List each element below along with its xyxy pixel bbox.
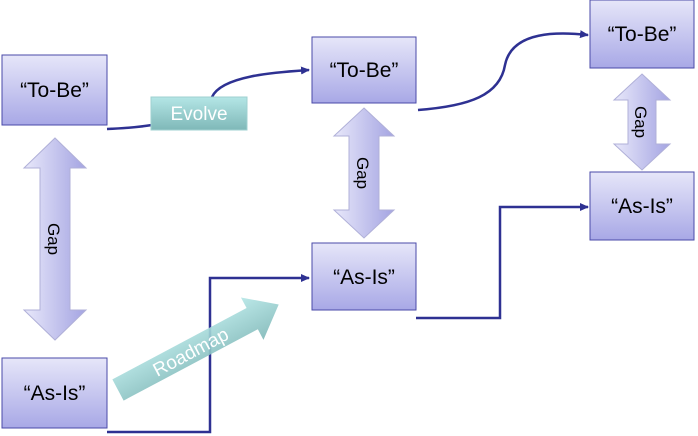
svg-text:Evolve: Evolve <box>170 104 227 125</box>
gap-arrow-1: Gap <box>22 137 88 341</box>
connector-asis1-asis2 <box>107 274 310 434</box>
asis-box-3: “As-Is” <box>589 171 695 241</box>
tobe-box-3: “To-Be” <box>589 0 695 69</box>
connector-asis2-asis3 <box>416 203 589 320</box>
svg-text:“As-Is”: “As-Is” <box>24 382 86 405</box>
evolve-label-box: Evolve <box>150 96 248 131</box>
svg-text:Roadmap: Roadmap <box>150 324 233 381</box>
gap-label: Gap <box>353 157 372 189</box>
svg-text:“To-Be”: “To-Be” <box>330 59 399 82</box>
gap-arrow-3: Gap <box>612 73 672 171</box>
asis-box-1: “As-Is” <box>1 357 108 429</box>
svg-text:“As-Is”: “As-Is” <box>333 266 395 289</box>
tobe-box-1: “To-Be” <box>1 54 108 126</box>
asis-box-2: “As-Is” <box>311 242 417 311</box>
connector-tobe1-evolve <box>106 123 153 131</box>
svg-text:“To-Be”: “To-Be” <box>20 79 89 102</box>
roadmap-arrow: Roadmap <box>112 297 279 401</box>
connector-tobe2-tobe3 <box>417 30 589 112</box>
connector-evolve-tobe2 <box>210 66 310 98</box>
gap-arrow-2: Gap <box>332 107 396 239</box>
tobe-box-2: “To-Be” <box>311 36 417 104</box>
svg-text:“As-Is”: “As-Is” <box>611 195 673 218</box>
svg-text:“To-Be”: “To-Be” <box>608 23 677 46</box>
gap-label: Gap <box>631 106 650 138</box>
gap-label: Gap <box>44 223 63 255</box>
